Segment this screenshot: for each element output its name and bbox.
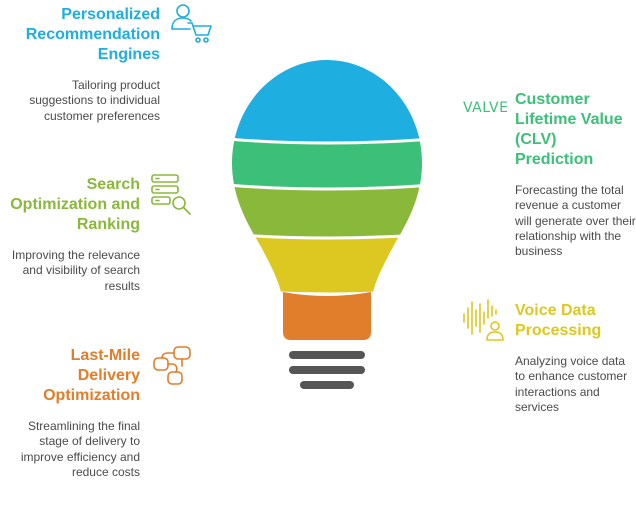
user-cart-icon: [171, 4, 212, 43]
item-clv-description: Forecasting the total revenue a customer…: [515, 183, 636, 259]
bulb-base-line-1: [289, 351, 365, 359]
item-voice-description: Analyzing voice data to enhance customer…: [515, 354, 628, 414]
bulb-neck-orange: [283, 292, 371, 340]
item-search-description: Improving the relevance and visibility o…: [11, 248, 140, 293]
bulb-base-line-3: [300, 381, 354, 389]
item-search: Search Optimization and Ranking Improvin…: [10, 175, 140, 294]
bulb-base-line-2: [289, 366, 365, 374]
item-voice-title: Voice Data Processing: [515, 302, 602, 339]
list-search-icon: [151, 174, 191, 215]
bulb-segment-lime: [232, 184, 422, 237]
item-search-title: Search Optimization and Ranking: [10, 176, 140, 233]
bulb-segment-yellow: [232, 233, 422, 293]
item-delivery-title: Last-Mile Delivery Optimization: [43, 347, 140, 404]
item-clv: Customer Lifetime Value (CLV) Prediction…: [515, 90, 636, 259]
item-delivery-description: Streamlining the final stage of delivery…: [20, 419, 140, 479]
item-delivery: Last-Mile Delivery Optimization Streamli…: [10, 346, 140, 480]
item-recommendation-description: Tailoring product suggestions to individ…: [29, 78, 160, 123]
bulb-segment-green: [232, 138, 422, 188]
bulb-segment-blue: [232, 60, 422, 142]
route-icon: [153, 346, 191, 385]
item-clv-title: Customer Lifetime Value (CLV) Prediction: [515, 91, 623, 168]
value-text-icon: VALVE: [463, 100, 509, 116]
voice-user-icon: [463, 299, 504, 341]
item-recommendation-title: Personalized Recommendation Engines: [25, 6, 160, 63]
item-recommendation: Personalized Recommendation Engines Tail…: [10, 5, 160, 124]
item-voice: Voice Data Processing Analyzing voice da…: [515, 301, 636, 415]
